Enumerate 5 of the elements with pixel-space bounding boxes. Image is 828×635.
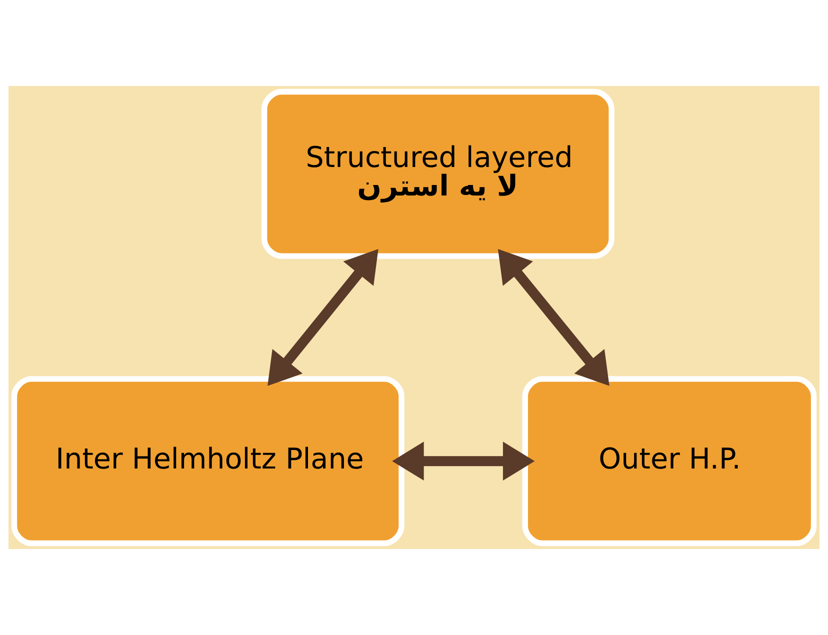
node-box: Inter Helmholtz Plane (11, 376, 404, 546)
arrow (392, 442, 535, 481)
node-box: Outer H.P. (522, 376, 817, 546)
arrow (268, 248, 378, 386)
arrow (498, 249, 610, 386)
